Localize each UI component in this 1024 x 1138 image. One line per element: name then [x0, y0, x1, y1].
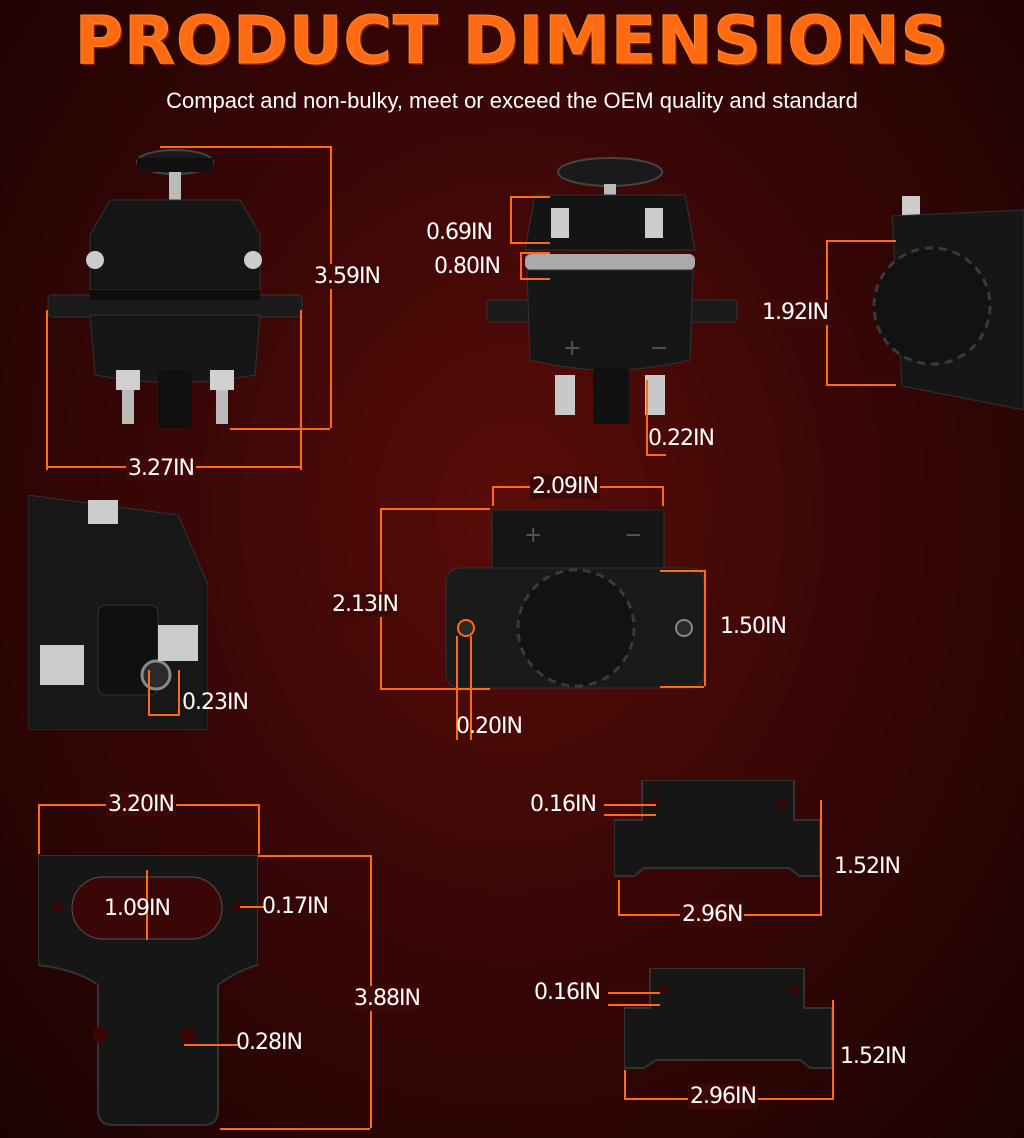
switch-rear-view: + −: [444, 510, 706, 690]
dim-base1-hole: 0.16IN: [530, 792, 597, 817]
dim-top-terminal-b: 0.80IN: [434, 254, 501, 279]
switch-front-view: [40, 140, 310, 440]
dim-top-stud: 0.22IN: [648, 426, 715, 451]
dim-side-depth: 1.92IN: [762, 300, 829, 325]
dim-base1-width: 2.96N: [680, 902, 745, 927]
dim-front-height: 3.59IN: [314, 264, 381, 289]
svg-text:−: −: [650, 336, 668, 361]
page-title: PRODUCT DIMENSIONS: [74, 2, 950, 80]
svg-text:+: +: [563, 336, 581, 361]
dim-base2-height: 1.52IN: [840, 1044, 907, 1069]
switch-side-view: [872, 196, 1024, 410]
dim-rear-height: 2.13IN: [332, 592, 399, 617]
base-upper: [614, 780, 820, 886]
dim-rear-hole: 0.20IN: [456, 714, 523, 739]
dim-plate-slot: 1.09IN: [104, 896, 171, 921]
base-lower: [624, 968, 832, 1074]
dim-stud-hole: 0.23IN: [182, 690, 249, 715]
dim-plate-width: 3.20IN: [106, 792, 176, 817]
dim-base2-width: 2.96IN: [688, 1084, 758, 1109]
dim-base1-height: 1.52IN: [834, 854, 901, 879]
dim-front-width: 3.27IN: [126, 456, 196, 481]
switch-top-view: + −: [485, 150, 740, 430]
dim-plate-height: 3.88IN: [354, 986, 421, 1011]
svg-text:−: −: [624, 523, 642, 548]
switch-stud-closeup: [28, 495, 208, 730]
dim-top-terminal-a: 0.69IN: [426, 220, 493, 245]
dim-plate-hole-large: 0.28IN: [236, 1030, 303, 1055]
page-subtitle: Compact and non-bulky, meet or exceed th…: [166, 88, 858, 113]
dim-rear-inner-height: 1.50IN: [720, 614, 787, 639]
dim-rear-width: 2.09IN: [530, 474, 600, 499]
svg-text:+: +: [524, 523, 542, 548]
dim-base2-hole: 0.16IN: [534, 980, 601, 1005]
dim-plate-hole-small: 0.17IN: [262, 894, 329, 919]
